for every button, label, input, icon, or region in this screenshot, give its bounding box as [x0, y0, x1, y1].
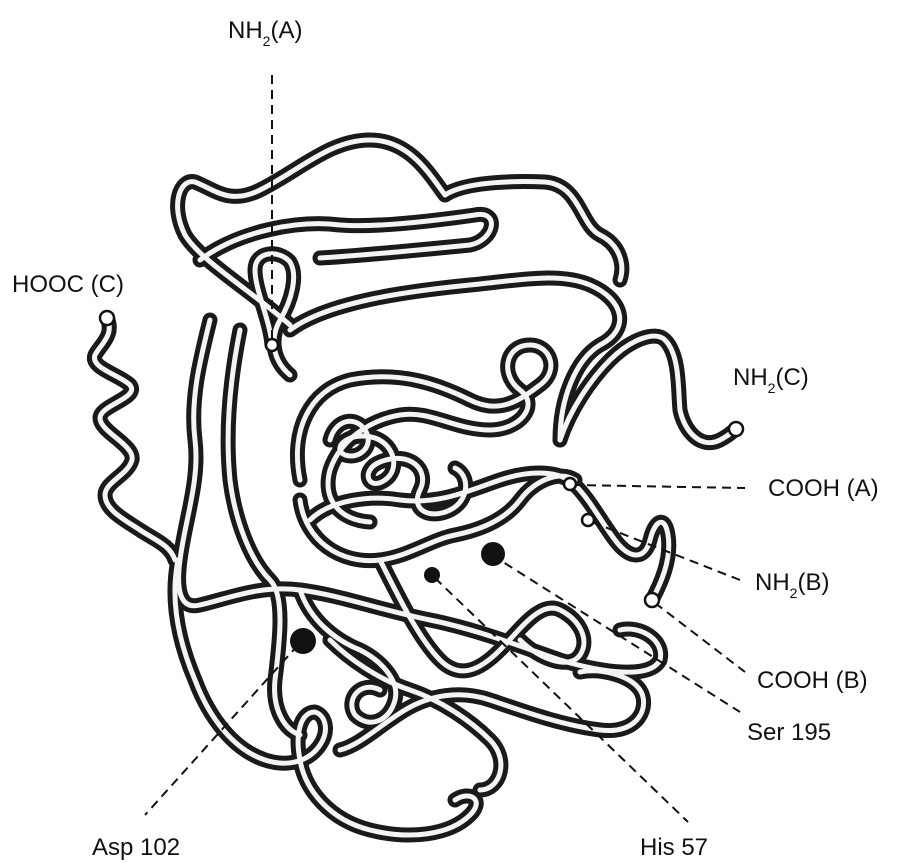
protein-backbone: [94, 140, 736, 835]
ser195-residue-sphere: [481, 542, 505, 566]
label-cooh-a: COOH (A): [768, 475, 879, 502]
label-nh2-b: NH2(B): [755, 569, 829, 601]
label-nh2-a: NH2(A): [228, 17, 302, 49]
hooc-c-terminus-marker: [100, 311, 114, 325]
nh2-b-terminus-marker: [582, 514, 594, 526]
label-nh2-c: NH2(C): [733, 364, 809, 396]
asp102-residue-sphere: [290, 628, 316, 654]
label-asp102: Asp 102: [92, 834, 180, 861]
nh2-c-terminus-marker: [729, 422, 743, 436]
leader-cooh-a: [572, 485, 745, 488]
cooh-a-terminus-marker: [564, 478, 576, 490]
label-hooc-c: HOOC (C): [12, 271, 124, 298]
labels: NH2(A) HOOC (C) NH2(C) COOH (A) NH2(B) C…: [12, 17, 879, 861]
leader-cooh-b: [655, 603, 745, 672]
backbone-strand-left-inner-descender: [228, 330, 300, 735]
nh2-a-terminus-marker: [266, 339, 278, 351]
label-his57: His 57: [640, 834, 708, 861]
cooh-b-terminus-marker: [645, 593, 659, 607]
his57-residue-sphere: [424, 567, 440, 583]
label-cooh-b: COOH (B): [757, 667, 868, 694]
label-ser195: Ser 195: [747, 719, 831, 746]
